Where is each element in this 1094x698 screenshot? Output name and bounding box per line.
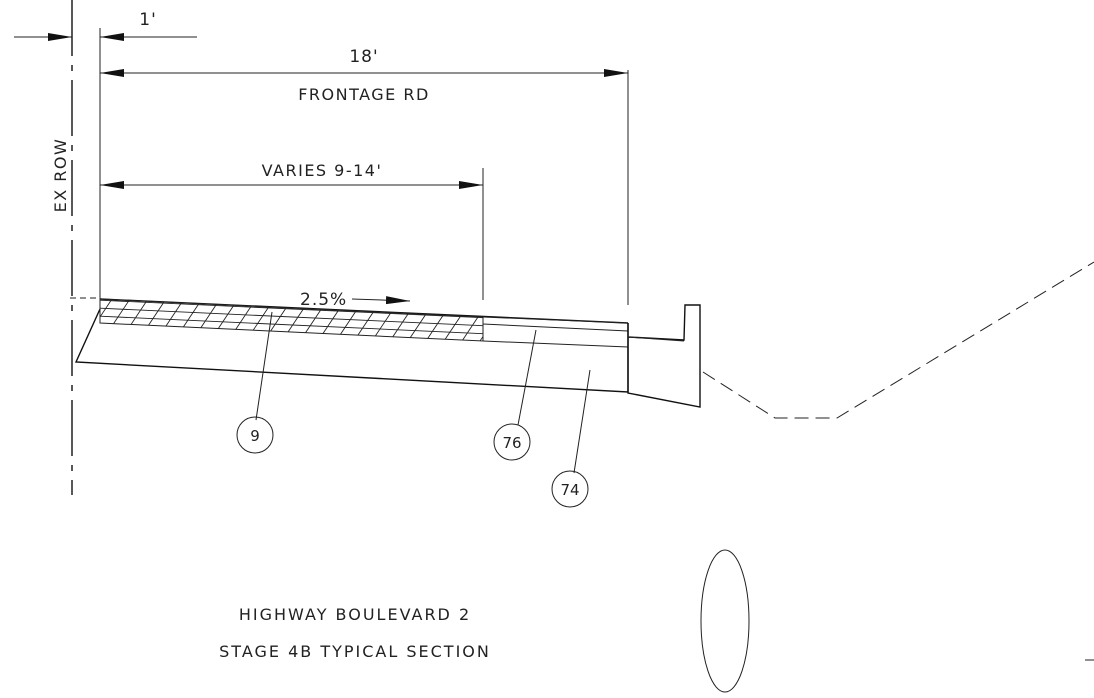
side-slope xyxy=(702,261,1094,419)
ellipse-symbol xyxy=(700,549,750,693)
road-name-label: FRONTAGE RD xyxy=(298,85,430,104)
pavement-section xyxy=(70,297,701,408)
slope-indicator: 2.5% xyxy=(300,290,411,310)
callout-9: 9 xyxy=(236,311,274,454)
varies-dimension: VARIES 9-14' xyxy=(100,161,483,189)
callout-74-label: 74 xyxy=(560,481,579,499)
width-dimension-label: 18' xyxy=(349,47,378,67)
callout-76: 76 xyxy=(493,329,537,461)
width-dimension: 18' FRONTAGE RD xyxy=(100,47,628,104)
callout-74: 74 xyxy=(551,369,591,508)
title-line-2: STAGE 4B TYPICAL SECTION xyxy=(219,642,491,661)
slope-label: 2.5% xyxy=(300,290,347,310)
offset-dimension: 1' xyxy=(14,10,197,41)
varies-dimension-label: VARIES 9-14' xyxy=(262,161,383,180)
callout-9-label: 9 xyxy=(250,427,260,445)
offset-dimension-label: 1' xyxy=(139,10,157,30)
callout-76-label: 76 xyxy=(502,434,521,452)
hatched-pavement xyxy=(99,298,484,342)
title-line-1: HIGHWAY BOULEVARD 2 xyxy=(239,605,471,624)
row-label: EX ROW xyxy=(51,138,70,213)
